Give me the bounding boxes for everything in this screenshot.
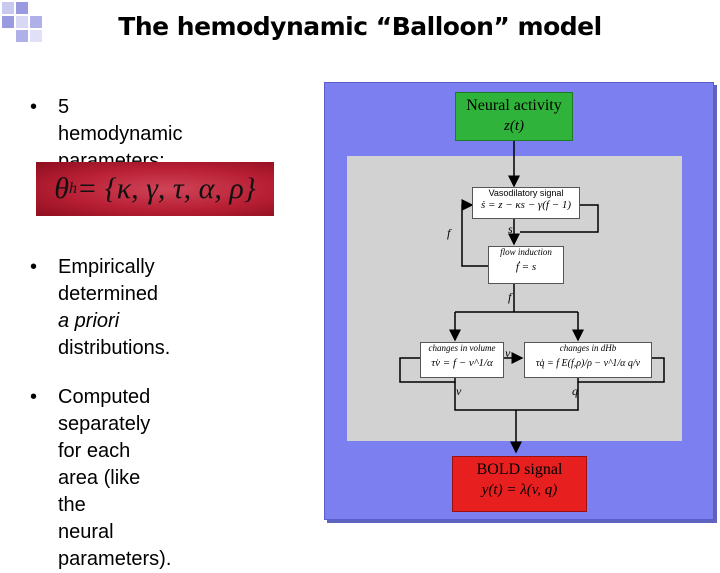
var-s: s xyxy=(508,222,513,236)
dhb-equation: τq̇ = f E(f,ρ)/ρ − v^1/α q/v xyxy=(535,358,641,369)
neural-activity-label: Neural activity xyxy=(466,97,562,114)
volume-label: changes in volume xyxy=(428,343,496,353)
dhb-label: changes in dHb xyxy=(559,343,617,353)
formula-lhs: θ xyxy=(54,172,69,205)
bullet-dot: • xyxy=(30,256,38,278)
corner-decoration xyxy=(2,2,42,42)
var-v-bottom: v xyxy=(456,384,462,398)
diagram-arrows xyxy=(399,140,665,454)
dhb-box: changes in dHb τq̇ = f E(f,ρ)/ρ − v^1/α … xyxy=(524,342,652,378)
flow-induction-label: flow induction xyxy=(500,247,552,257)
formula-sup: h xyxy=(68,180,77,197)
bullet-dot: • xyxy=(30,96,38,118)
neural-activity-var: z(t) xyxy=(504,118,524,134)
flow-induction-equation: ḟ = s xyxy=(515,261,537,273)
bold-signal-equation: y(t) = λ(v, q) xyxy=(481,482,558,498)
arrow-s-feedback xyxy=(520,204,599,233)
var-v-mid: v xyxy=(505,346,511,360)
vasodilatory-box: Vasodilatory signal ṡ = z − κs − γ(f − 1… xyxy=(472,187,580,219)
bold-signal-box: BOLD signal y(t) = λ(v, q) xyxy=(452,456,587,512)
bullet-line: for each area (like the xyxy=(58,440,141,516)
volume-box: changes in volume τv̇ = f − v^1/α xyxy=(420,342,504,378)
bullet-italic: a priori xyxy=(58,310,120,332)
bullet-line: distributions. xyxy=(58,337,171,359)
bold-signal-label: BOLD signal xyxy=(476,461,563,478)
arrow-flow-loop xyxy=(461,232,488,267)
vasodilatory-label: Vasodilatory signal xyxy=(488,188,564,198)
bullet-line: Empirically determined xyxy=(58,256,159,305)
var-f-flow: f xyxy=(508,290,512,304)
bullet-dot: • xyxy=(30,386,38,408)
flow-induction-box: flow induction ḟ = s xyxy=(488,246,564,284)
arrow-volume-loop xyxy=(399,357,456,383)
slide-title: The hemodynamic “Balloon” model xyxy=(118,12,602,41)
vasodilatory-equation: ṡ = z − κs − γ(f − 1) xyxy=(480,199,572,211)
arrow-combine xyxy=(454,382,579,411)
arrow-dhb-loop xyxy=(577,357,665,383)
volume-equation: τv̇ = f − v^1/α xyxy=(431,357,493,369)
arrow-f-feedback-left xyxy=(461,199,474,232)
var-q: q xyxy=(572,384,578,398)
formula-rhs: = {κ, γ, τ, α, ρ} xyxy=(76,172,256,205)
bullet-line: 5 hemodynamic xyxy=(58,96,183,145)
bullet-line: Computed separately xyxy=(58,386,151,435)
var-f-left: f xyxy=(447,226,451,240)
neural-activity-box: Neural activity z(t) xyxy=(455,92,573,141)
